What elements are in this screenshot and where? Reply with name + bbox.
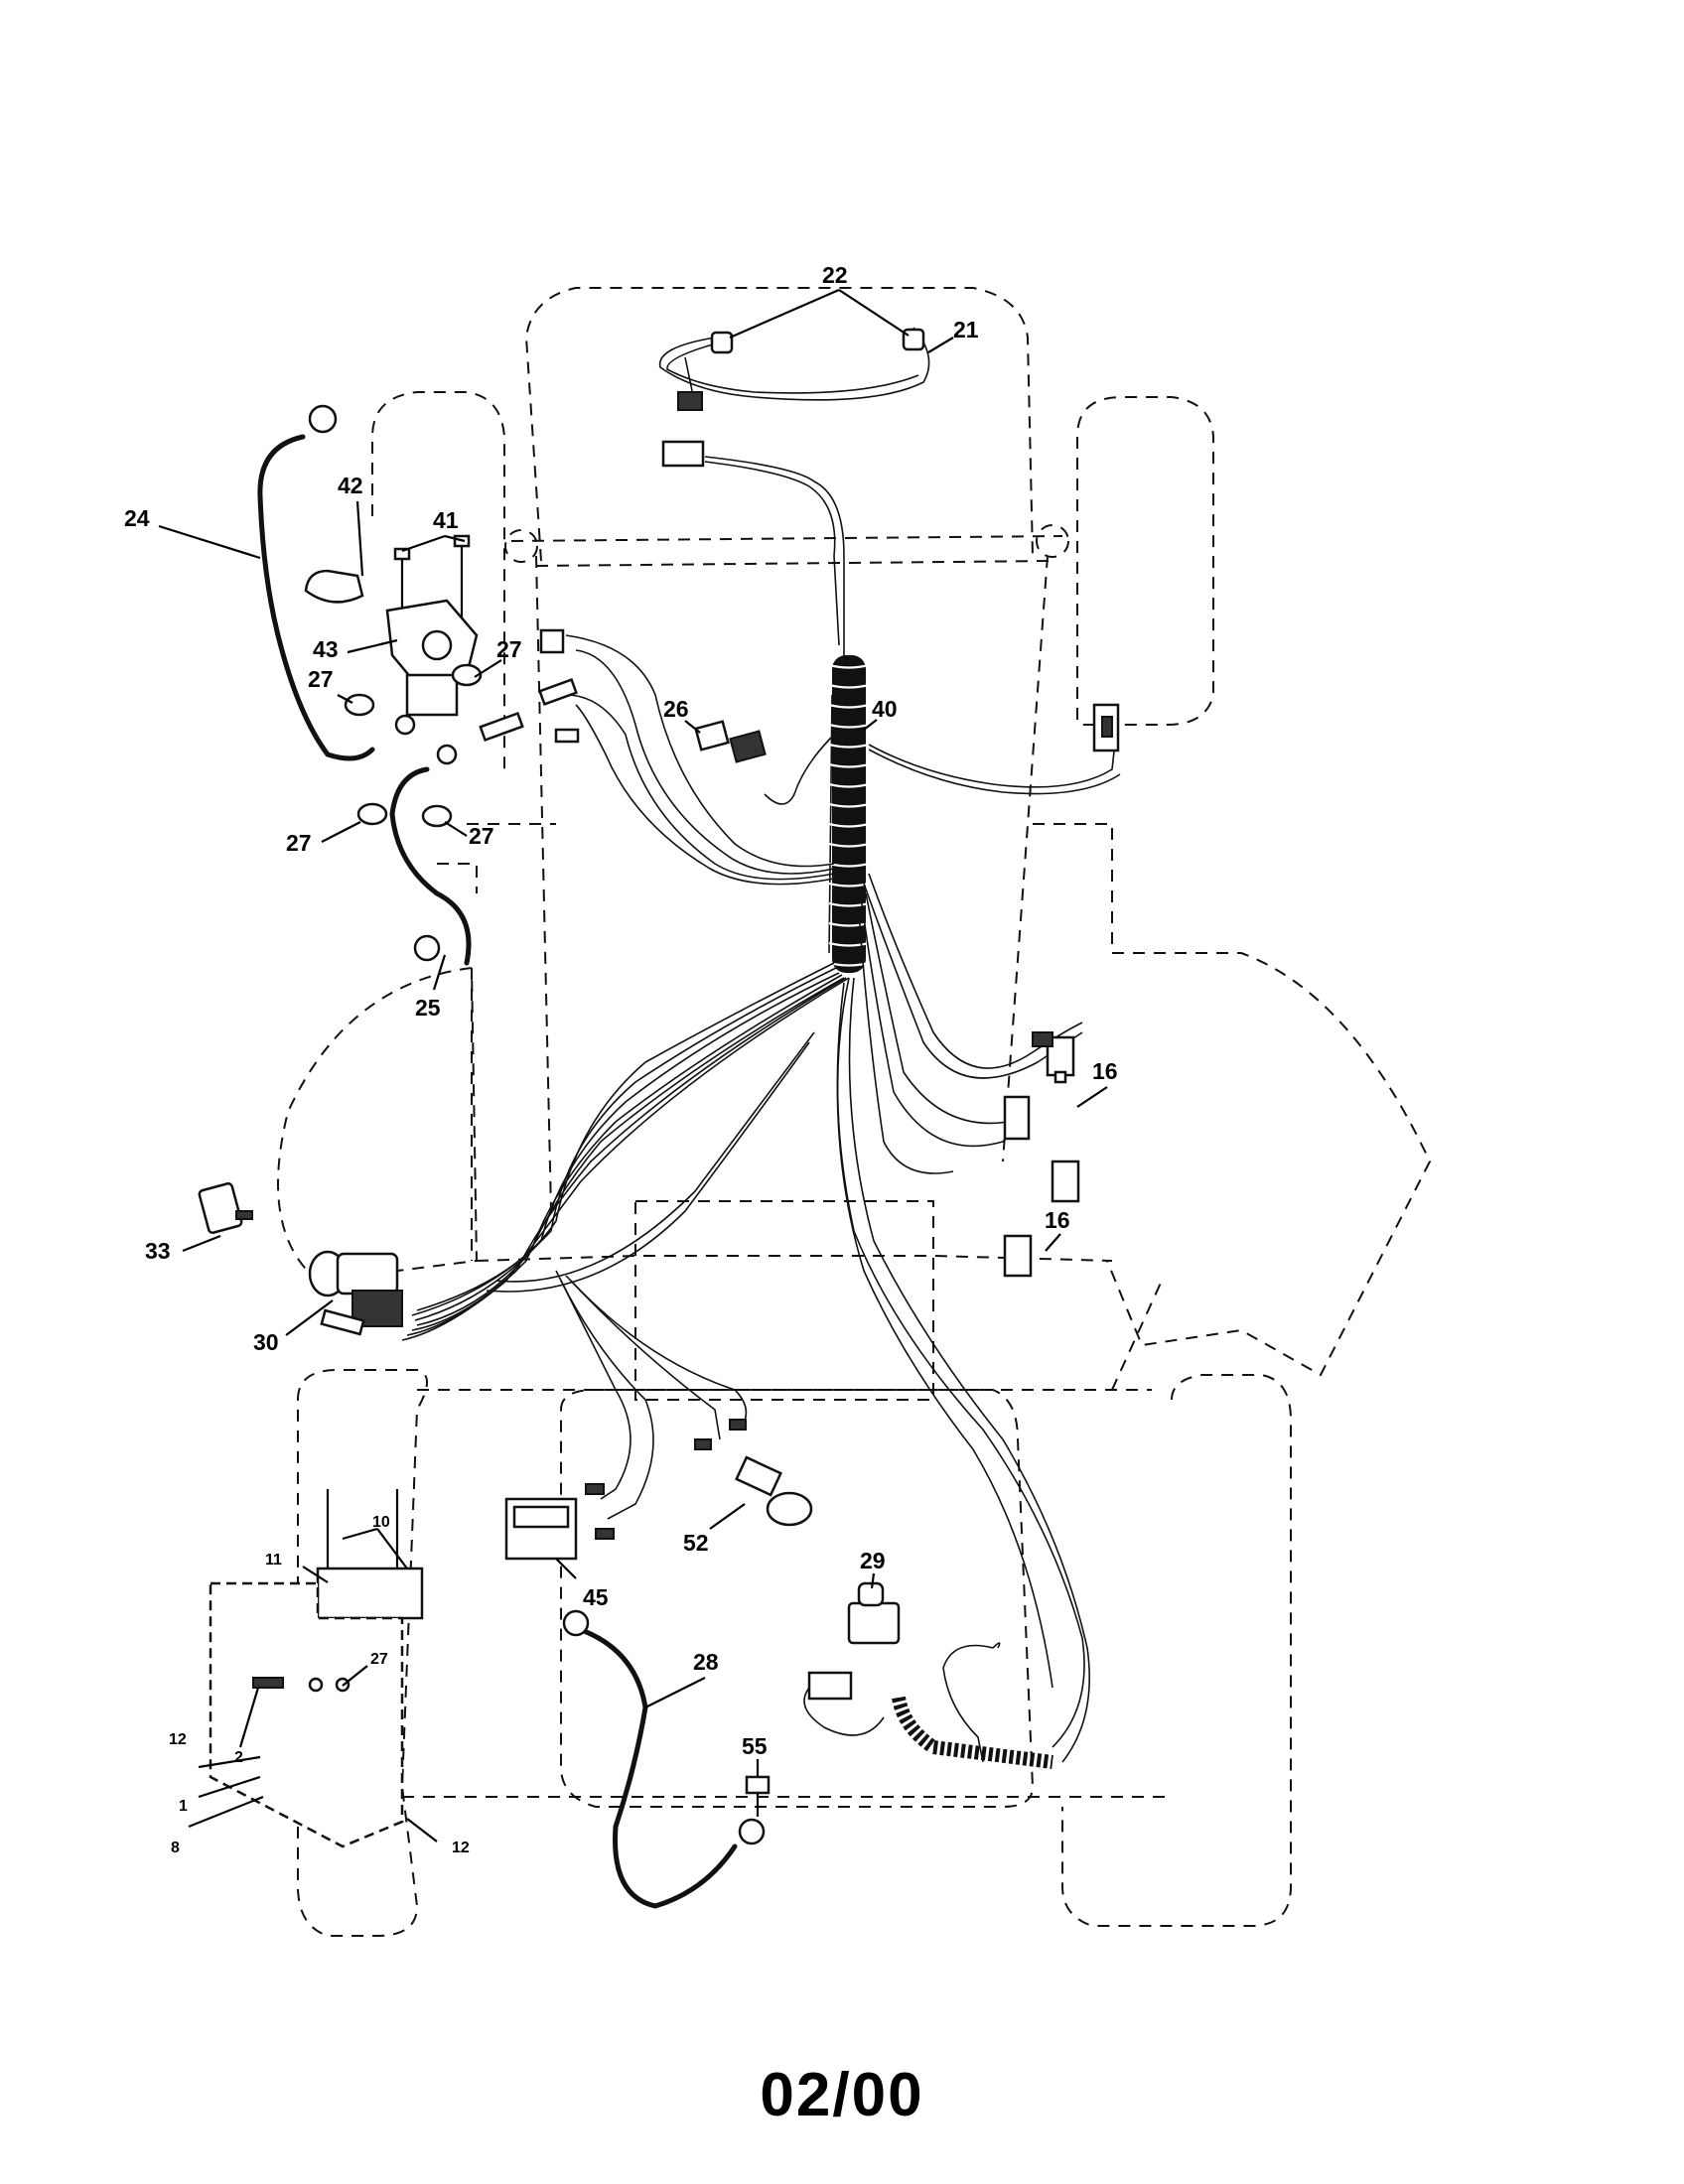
part-terminals-solenoid [394, 628, 580, 765]
callout-30: 30 [253, 1329, 279, 1355]
callout-43: 43 [313, 636, 339, 662]
callout-40: 40 [872, 696, 898, 722]
callout-26: 26 [663, 696, 689, 722]
part-battery-assembly [209, 1489, 424, 1848]
callout-42: 42 [338, 473, 363, 498]
callout-24: 24 [124, 505, 150, 531]
callout-27-a: 27 [496, 636, 522, 662]
tractor-outline [277, 287, 1432, 1937]
callout-22: 22 [822, 262, 848, 288]
callout-16-b: 16 [1045, 1207, 1070, 1233]
part-43-solenoid [385, 599, 479, 717]
callout-11: 11 [265, 1552, 282, 1569]
callout-labels: 22 21 24 42 41 43 27 27 27 27 26 40 25 1… [124, 262, 1118, 1856]
part-26-connector [694, 720, 767, 763]
coil-cord-29 [892, 1696, 1053, 1769]
callout-10: 10 [372, 1514, 390, 1531]
callout-27-e: 27 [370, 1651, 388, 1668]
callout-1: 1 [179, 1798, 188, 1815]
part-27-nuts [344, 663, 483, 828]
callout-28: 28 [693, 1649, 719, 1675]
callout-8: 8 [171, 1840, 180, 1856]
callout-16-a: 16 [1092, 1058, 1118, 1084]
callout-55: 55 [742, 1733, 768, 1759]
part-16-relays [1003, 1031, 1080, 1278]
part-33-key [198, 1181, 253, 1235]
callout-2: 2 [234, 1749, 243, 1766]
callout-12-a: 12 [169, 1731, 187, 1748]
callout-33: 33 [145, 1238, 171, 1264]
callout-52: 52 [683, 1530, 709, 1556]
revision-date: 02/00 [760, 2061, 924, 2129]
part-55-screw [745, 1775, 771, 1817]
callout-27-d: 27 [469, 823, 494, 849]
part-29-pto-switch [807, 1581, 901, 1701]
coil-conduit-40 [828, 655, 870, 973]
callout-25: 25 [415, 995, 441, 1021]
part-21-headlight-harness [710, 328, 925, 354]
callout-27-c: 27 [286, 830, 312, 856]
part-42-boot [304, 569, 364, 604]
callout-21: 21 [953, 317, 979, 342]
callout-45: 45 [583, 1584, 609, 1610]
callout-27-b: 27 [308, 666, 334, 692]
part-45-module [504, 1483, 615, 1561]
part-52-fuse [694, 1419, 813, 1527]
callout-12-b: 12 [452, 1840, 470, 1856]
part-30-ignition-switch [308, 1250, 403, 1336]
part-seat-switch-connector [1092, 703, 1120, 752]
callout-29: 29 [860, 1548, 886, 1573]
callout-leaders [158, 288, 1108, 1843]
callout-41: 41 [433, 507, 459, 533]
wiring-harness [401, 327, 1121, 1769]
battery-cables [257, 404, 766, 1909]
part-connector-top [661, 391, 705, 468]
